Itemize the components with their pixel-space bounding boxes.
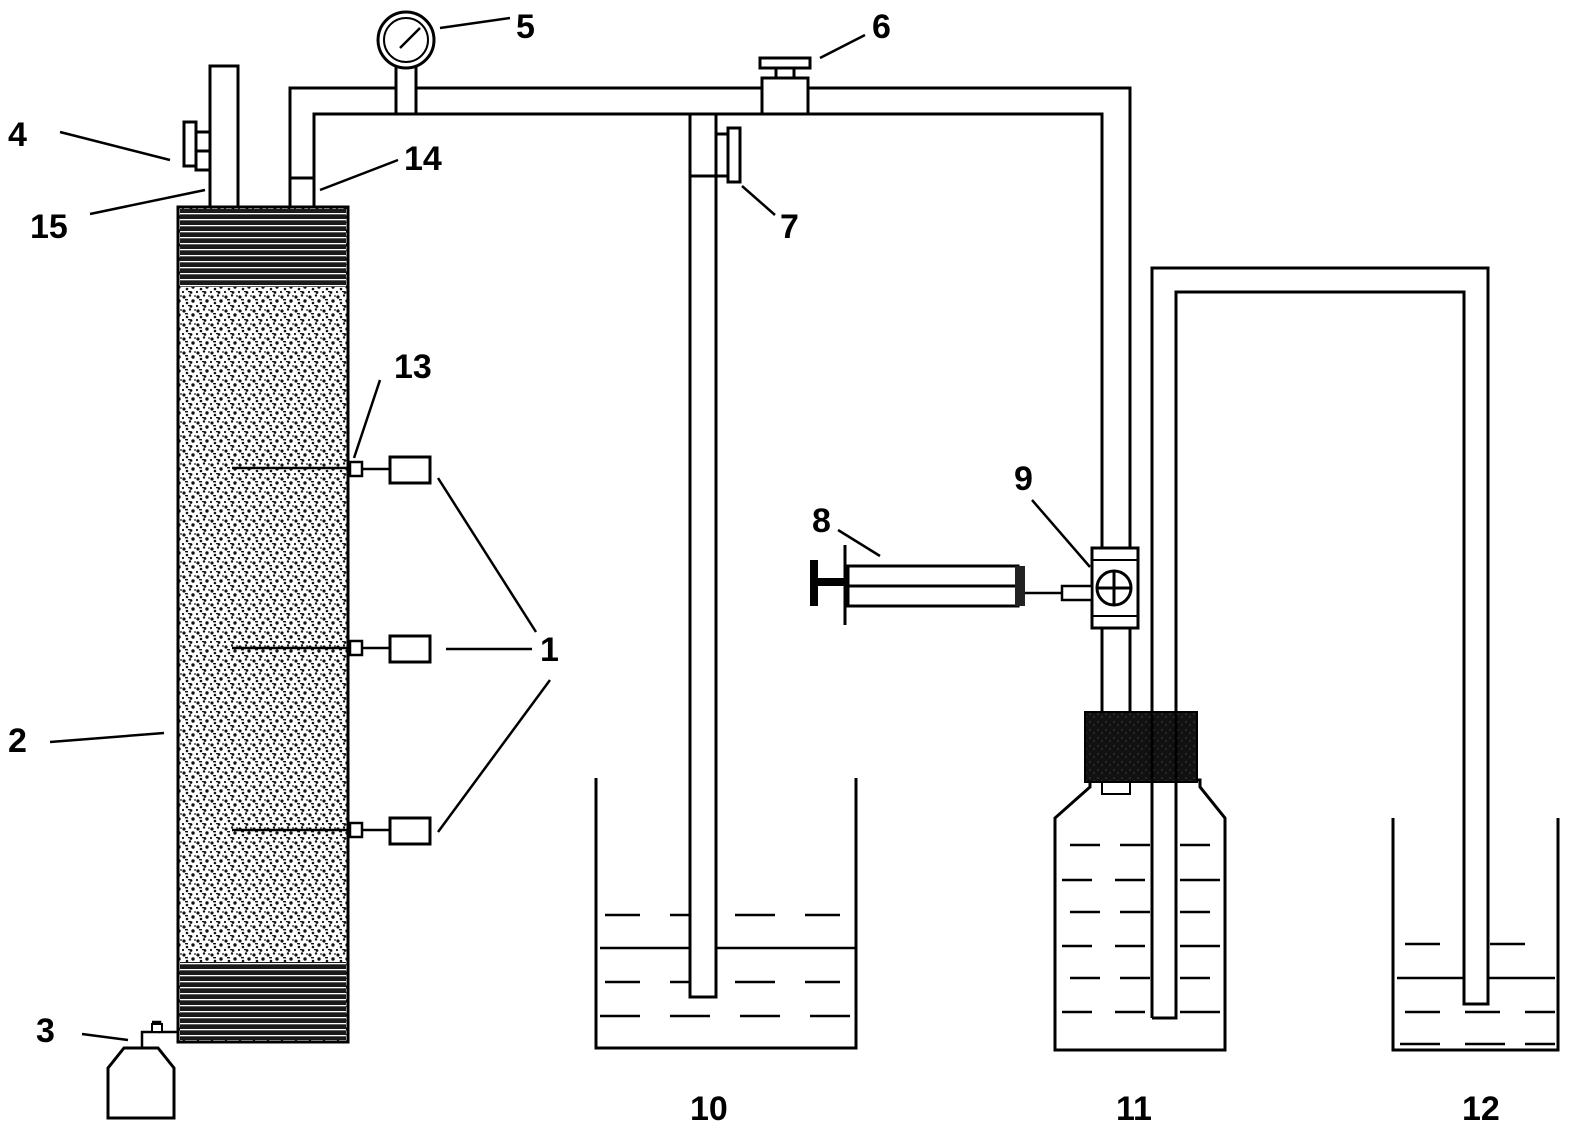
bottle-11 (1053, 711, 1227, 1052)
column-body (176, 205, 350, 1044)
sensor-1-bottom (232, 816, 432, 846)
label-10: 10 (690, 1090, 728, 1128)
three-way-valve-9 (1090, 546, 1140, 630)
sensor-1-top (232, 455, 432, 485)
label-14: 14 (404, 140, 442, 178)
top-outlet-15 (208, 64, 240, 209)
number-labels: 1 2 3 4 5 6 7 8 9 10 11 12 13 14 15 (8, 8, 1500, 1128)
sensor-1-middle (232, 634, 432, 664)
leader-lines (49, 16, 1091, 1042)
syringe-8 (810, 545, 1094, 625)
collection-bottle (106, 1046, 176, 1120)
beaker-12 (1391, 818, 1560, 1052)
label-13: 13 (394, 348, 432, 386)
dip-tube-10 (688, 114, 718, 999)
label-3: 3 (36, 1012, 55, 1050)
valve-6 (758, 56, 812, 116)
pipe-to-bottle-11 (1100, 628, 1132, 712)
column-top-layer (180, 209, 346, 287)
label-7: 7 (780, 208, 799, 246)
column-bottom-layer (180, 962, 346, 1040)
pressure-gauge-5 (376, 10, 436, 116)
label-1: 1 (540, 631, 559, 669)
label-8: 8 (812, 502, 831, 540)
label-12: 12 (1462, 1090, 1500, 1128)
gas-pipe (288, 86, 1132, 555)
label-6: 6 (872, 8, 891, 46)
soil-column (176, 205, 350, 1044)
bottle-stopper (1084, 711, 1198, 783)
label-15: 15 (30, 208, 68, 246)
label-5: 5 (516, 8, 535, 46)
label-2: 2 (8, 722, 27, 760)
label-4: 4 (8, 116, 27, 154)
siphon-tube (1150, 266, 1490, 1020)
label-11: 11 (1116, 1090, 1152, 1128)
valve-4 (182, 120, 212, 172)
drain-valve-3 (140, 1020, 178, 1048)
label-9: 9 (1014, 460, 1033, 498)
beaker-10 (594, 778, 858, 1050)
valve-7 (690, 126, 742, 184)
